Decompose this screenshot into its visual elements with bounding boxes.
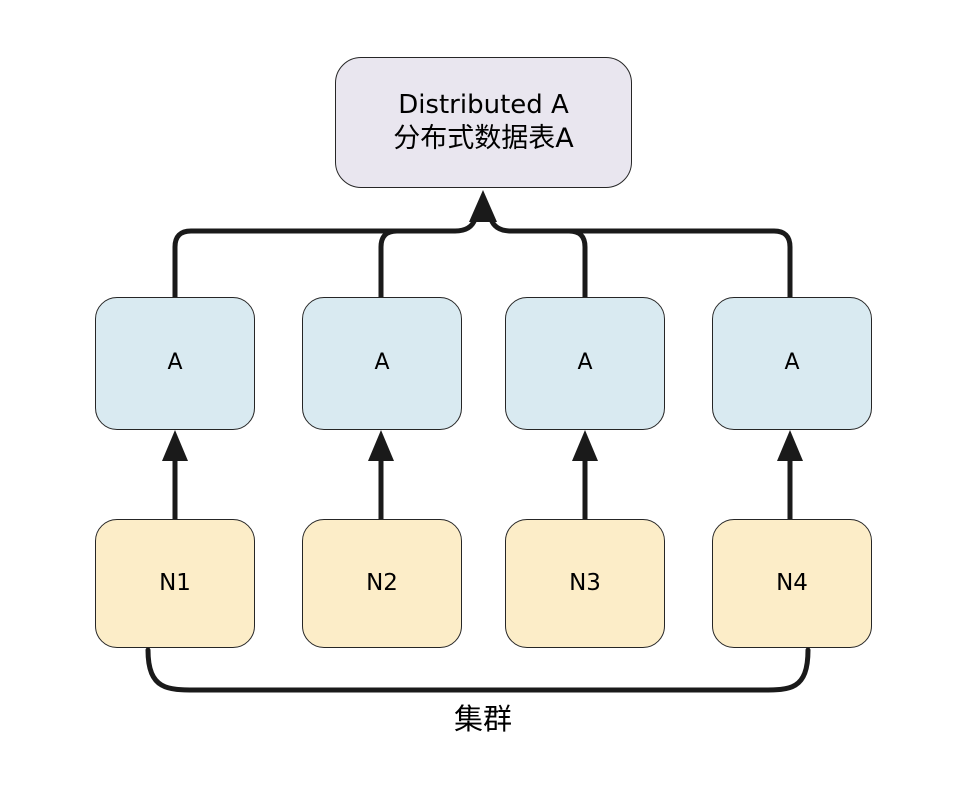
node-replica-2-label: A: [374, 350, 390, 376]
node-replica-3[interactable]: A: [505, 297, 665, 430]
node-replica-3-label: A: [577, 350, 593, 376]
bus-segment-left-outer: [172, 209, 481, 297]
cluster-bracket-label: 集群: [453, 702, 512, 736]
node-host-n3[interactable]: N3: [505, 519, 665, 648]
node-distributed-table-label-cn: 分布式数据表A: [393, 122, 574, 154]
node-host-n1-label: N1: [159, 569, 191, 596]
node-replica-4[interactable]: A: [712, 297, 872, 430]
node-host-n4-label: N4: [776, 569, 808, 596]
node-distributed-table[interactable]: Distributed A 分布式数据表A: [335, 57, 632, 188]
arrowhead-replica-3: [572, 430, 598, 461]
bus-segment-right-outer: [485, 209, 793, 297]
cluster-bracket: [145, 647, 811, 693]
node-host-n2[interactable]: N2: [302, 519, 462, 648]
node-host-n1[interactable]: N1: [95, 519, 255, 648]
node-host-n2-label: N2: [366, 569, 398, 596]
node-replica-2[interactable]: A: [302, 297, 462, 430]
arrowhead-to-distributed-table: [469, 190, 497, 222]
bus-segment-right-inner: [511, 228, 588, 297]
arrowhead-replica-2: [368, 430, 394, 461]
node-replica-1-label: A: [167, 350, 183, 376]
node-replica-1[interactable]: A: [95, 297, 255, 430]
arrowhead-replica-4: [777, 430, 803, 461]
node-host-n3-label: N3: [569, 569, 601, 596]
node-host-n4[interactable]: N4: [712, 519, 872, 648]
node-distributed-table-label-en: Distributed A: [398, 89, 569, 120]
node-replica-4-label: A: [784, 350, 800, 376]
arrowhead-replica-1: [162, 430, 188, 461]
bus-segment-left-inner: [378, 228, 455, 297]
